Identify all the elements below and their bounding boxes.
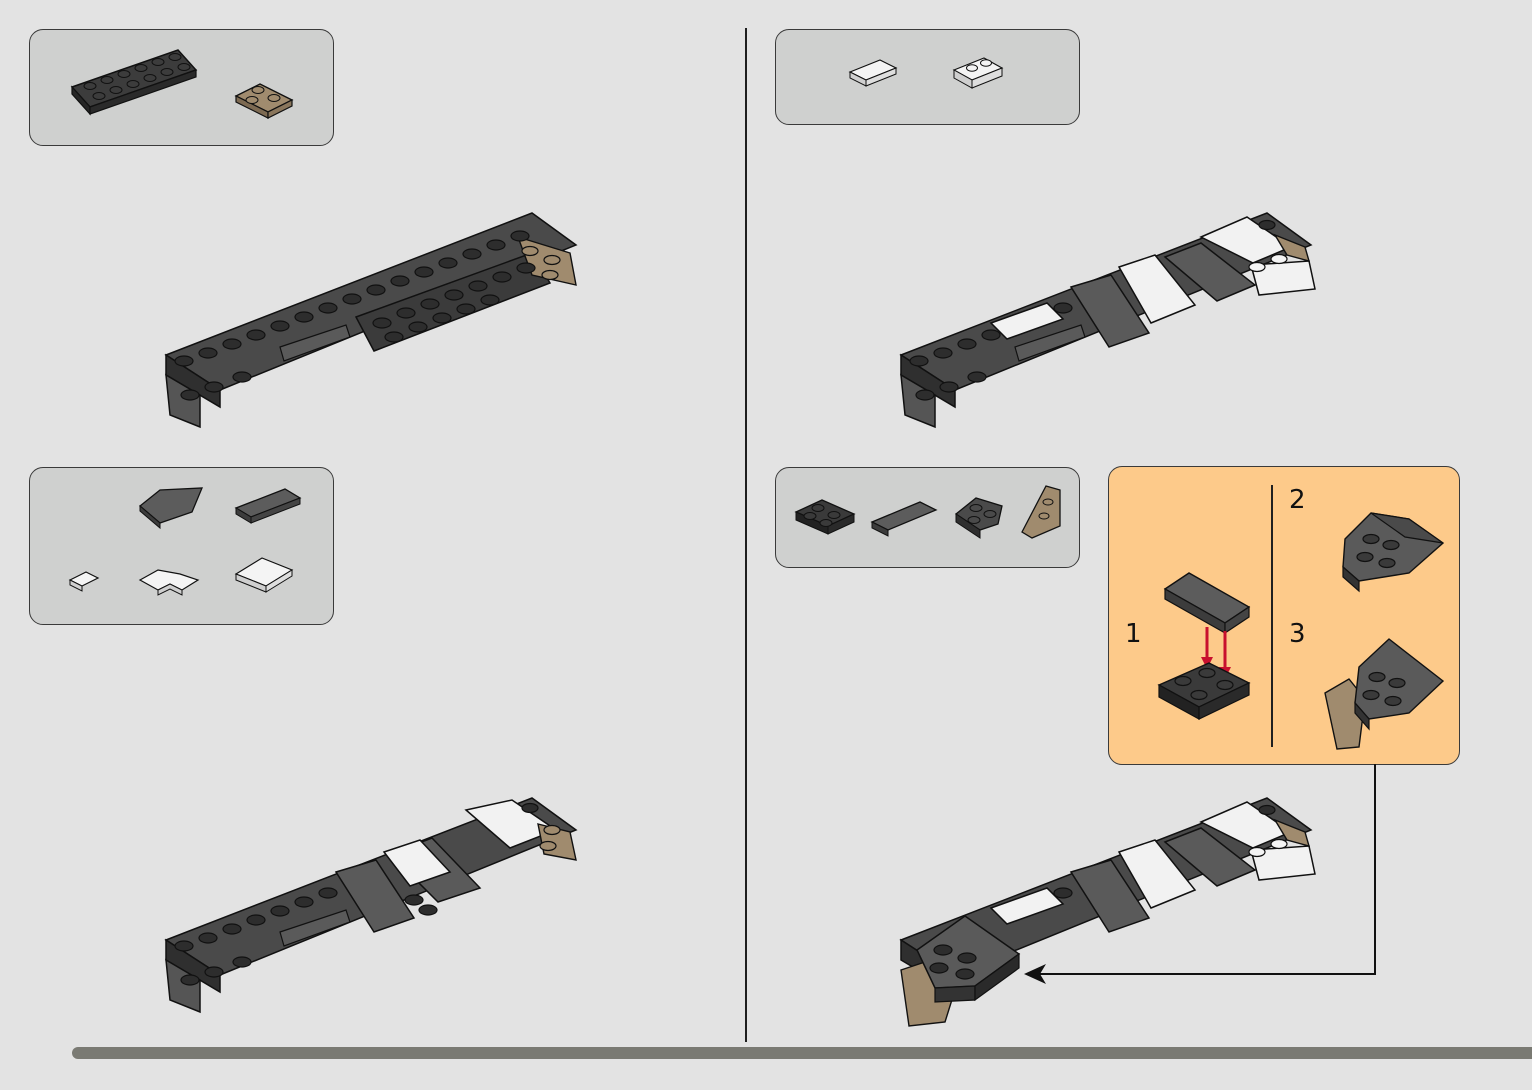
parts-left-top-icon xyxy=(30,30,335,147)
model-step-4-icon xyxy=(895,790,1325,1030)
parts-panel-right-top xyxy=(775,29,1080,125)
dark-grey-tile-icon xyxy=(236,489,300,523)
parts-panel-left-top xyxy=(29,29,334,146)
dark-grey-wedge-icon xyxy=(140,488,202,528)
white-tile-icon xyxy=(850,60,896,86)
white-tile-large-icon xyxy=(236,558,292,592)
dark-grey-tile-icon xyxy=(872,502,936,536)
parts-panel-right-middle xyxy=(775,467,1080,568)
model-step-4 xyxy=(895,790,1325,1030)
tan-corner-plate-icon xyxy=(236,84,292,118)
tan-wedge-plate-icon xyxy=(1022,486,1060,538)
sub-step-2-icon xyxy=(1343,513,1443,591)
model-step-3-icon xyxy=(895,205,1325,435)
sub-step-1-icon xyxy=(1159,573,1249,719)
model-step-2 xyxy=(160,790,590,1020)
sub-assembly-panel: 1 2 3 xyxy=(1108,466,1460,765)
model-step-1 xyxy=(160,205,590,435)
parts-right-top-icon xyxy=(776,30,1081,126)
model-step-3 xyxy=(895,205,1325,435)
sub-step-3-icon xyxy=(1325,639,1443,749)
parts-right-middle-icon xyxy=(776,468,1081,569)
parts-left-middle-icon xyxy=(30,468,335,626)
white-corner-tile-icon xyxy=(140,570,198,595)
dark-grey-wedge-plate-icon xyxy=(956,498,1002,538)
black-plate-2x2-icon xyxy=(796,500,854,534)
sub-assembly-icon xyxy=(1109,467,1461,766)
model-step-1-icon xyxy=(160,205,590,435)
dark-grey-plate-icon xyxy=(72,50,196,114)
page-divider xyxy=(745,28,747,1042)
page-bottom-bar xyxy=(72,1047,1532,1059)
white-modified-plate-icon xyxy=(954,58,1002,88)
parts-panel-left-middle xyxy=(29,467,334,625)
model-step-2-icon xyxy=(160,790,590,1020)
white-tile-small-icon xyxy=(70,572,98,591)
